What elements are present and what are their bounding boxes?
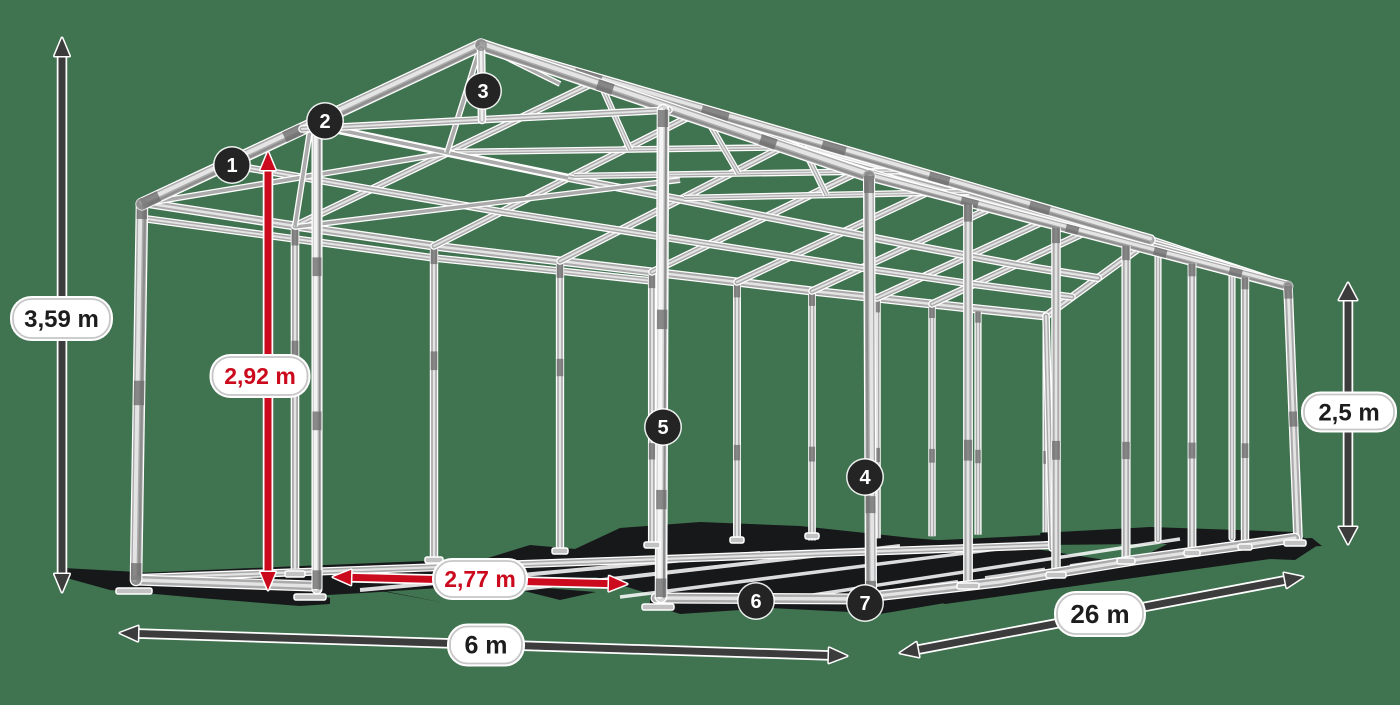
svg-text:2,5 m: 2,5 m xyxy=(1318,399,1379,426)
svg-text:6 m: 6 m xyxy=(464,632,507,660)
svg-text:1: 1 xyxy=(226,155,237,177)
svg-text:2,92 m: 2,92 m xyxy=(224,363,296,389)
svg-text:3: 3 xyxy=(477,81,488,103)
svg-text:6: 6 xyxy=(750,591,761,613)
svg-text:7: 7 xyxy=(859,593,870,615)
svg-text:2,77 m: 2,77 m xyxy=(444,566,516,592)
svg-text:26 m: 26 m xyxy=(1070,599,1129,629)
svg-text:4: 4 xyxy=(859,467,871,489)
svg-text:5: 5 xyxy=(657,417,668,439)
svg-text:3,59 m: 3,59 m xyxy=(24,306,99,333)
svg-text:2: 2 xyxy=(319,111,330,133)
